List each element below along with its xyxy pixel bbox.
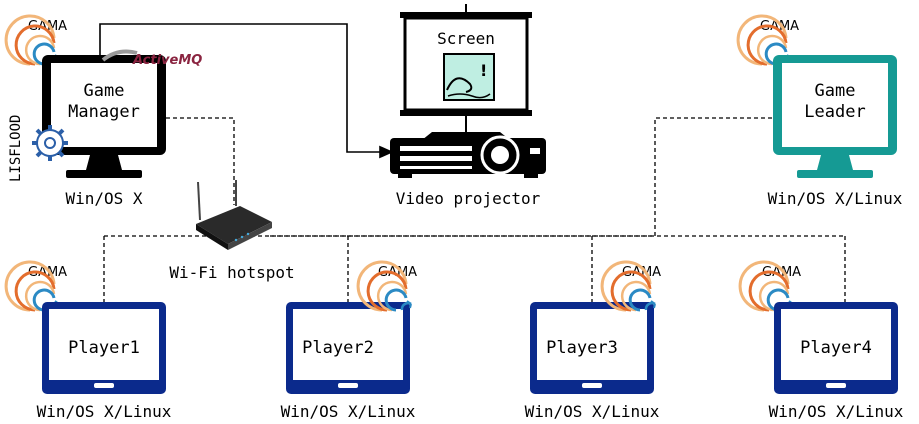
manager-os-label: Win/OS X [65,189,142,208]
player2-node: GAMA Player2 Win/OS X/Linux [281,260,417,421]
player1-node: GAMA Player1 Win/OS X/Linux [4,260,172,421]
lisflood-label: LISFLOOD [8,115,24,182]
leader-title-line2: Leader [804,102,865,122]
player4-os-label: Win/OS X/Linux [769,402,904,421]
wifi-hotspot-node: Wi-Fi hotspot [169,180,295,282]
svg-text:ActiveMQ: ActiveMQ [132,53,202,68]
player2-name: Player2 [302,338,374,358]
player4-gama-label: GAMA [762,265,801,280]
activemq-link [99,23,394,159]
leader-gama-label: GAMA [760,19,799,34]
player1-name: Player1 [68,338,140,358]
projector-label: Video projector [396,189,541,208]
game-manager-node: GAMA Game Manager ActiveMQ [4,14,202,208]
leader-monitor-icon [773,55,897,178]
activemq-logo: ActiveMQ [101,49,202,68]
player4-node: GAMA Player4 Win/OS X/Linux [738,260,904,421]
svg-text:!: ! [480,61,487,80]
video-projector-icon [390,132,546,178]
wifi-router-icon [196,180,272,250]
player1-gama-label: GAMA [28,265,67,280]
manager-title-line1: Game [84,81,125,101]
player3-node: GAMA Player3 Win/OS X/Linux [525,260,661,421]
leader-title-line1: Game [815,81,856,101]
player3-name: Player3 [546,338,618,358]
player4-name: Player4 [800,338,872,358]
hotspot-label: Wi-Fi hotspot [169,263,294,282]
manager-to-hotspot-link [166,117,235,205]
game-leader-node: GAMA Game Leader Win/OS X/Linux [736,14,903,208]
connections [99,23,846,302]
leader-os-label: Win/OS X/Linux [768,189,903,208]
projector-node: ! Screen Video projector [390,4,546,208]
hotspot-to-leader-link [270,117,775,237]
projection-screen-icon: ! [400,4,532,132]
player2-gama-label: GAMA [378,265,417,280]
player3-os-label: Win/OS X/Linux [525,402,660,421]
screen-label: Screen [437,29,495,48]
flood-image-icon [443,53,495,101]
gear-icon [32,125,68,161]
player2-os-label: Win/OS X/Linux [281,402,416,421]
player3-gama-label: GAMA [622,265,661,280]
player1-os-label: Win/OS X/Linux [37,402,172,421]
manager-monitor-icon [42,55,166,178]
manager-gama-label: GAMA [28,19,67,34]
manager-title-line2: Manager [68,102,140,122]
